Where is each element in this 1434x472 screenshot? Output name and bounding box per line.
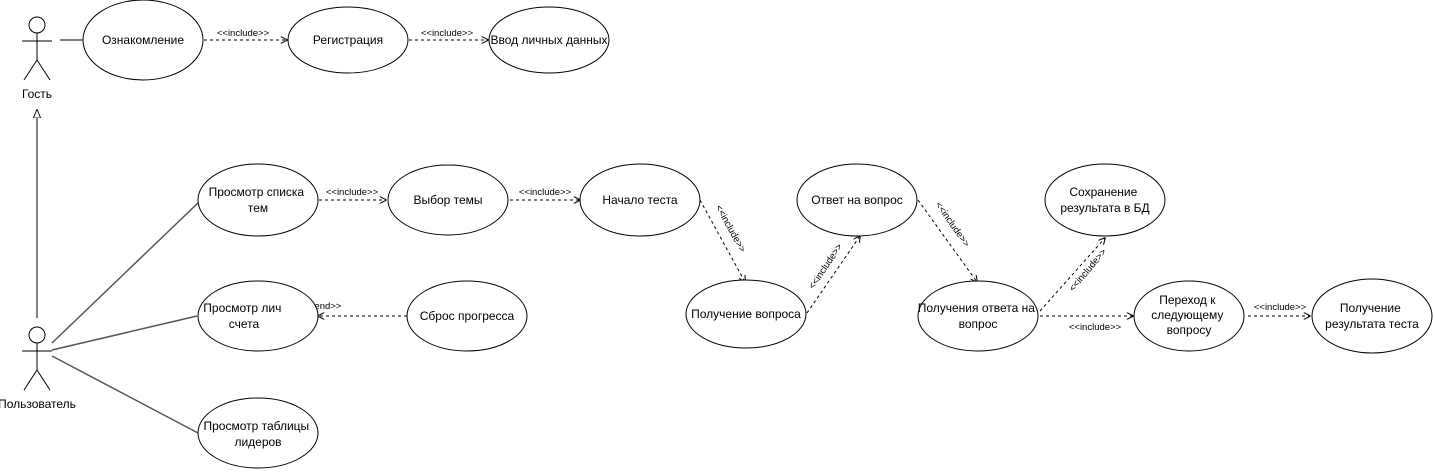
include-label: <<include>> bbox=[217, 28, 270, 39]
use-case-label: Получение результата теста bbox=[1325, 301, 1419, 331]
actor-user-label: Пользователь bbox=[0, 397, 76, 411]
use-case-personal-data[interactable]: Ввод личных данных bbox=[488, 6, 610, 74]
use-case-label: Ввод личных данных bbox=[490, 33, 607, 47]
include-label: <<include>> bbox=[933, 200, 972, 250]
use-case-leaderboard[interactable]: Просмотр таблицы лидеров bbox=[197, 397, 319, 469]
use-case-get-question[interactable]: Получение вопроса bbox=[685, 279, 807, 349]
include-receive-save bbox=[1039, 238, 1105, 312]
use-case-registration[interactable]: Регистрация bbox=[287, 6, 409, 74]
use-case-label: Просмотр таблицы лидеров bbox=[203, 419, 312, 449]
use-case-answer-question[interactable]: Ответ на вопрос bbox=[796, 163, 918, 237]
assoc-user-view-account bbox=[51, 315, 198, 351]
use-case-save-result[interactable]: Сохранение результата в БД bbox=[1044, 163, 1166, 237]
assoc-user-view-topics bbox=[51, 201, 200, 344]
use-case-label: Переход к следующему вопросу bbox=[1151, 293, 1227, 337]
use-case-next-question[interactable]: Переход к следующему вопросу bbox=[1133, 280, 1245, 352]
use-case-get-result[interactable]: Получение результата теста bbox=[1311, 278, 1433, 354]
use-case-label: Ознакомление bbox=[102, 33, 184, 47]
actor-user[interactable]: Пользователь bbox=[0, 326, 76, 411]
use-case-label: Выбор темы bbox=[413, 193, 482, 207]
use-case-label: Просмотр списка тем bbox=[209, 185, 308, 215]
include-answer-receive bbox=[917, 199, 977, 282]
use-case-label: Сброс прогресса bbox=[420, 309, 515, 323]
include-label: <<include>> bbox=[1254, 302, 1307, 313]
use-case-receive-answer[interactable]: Получения ответа на вопрос bbox=[917, 280, 1039, 352]
use-case-start-test[interactable]: Начало теста bbox=[579, 163, 701, 237]
include-label: <<include>> bbox=[1067, 246, 1109, 293]
include-label: <<include>> bbox=[326, 187, 379, 198]
actor-guest[interactable]: Гость bbox=[22, 16, 52, 101]
include-label: <<include>> bbox=[713, 203, 748, 254]
use-case-label: Получения ответа на вопрос bbox=[918, 301, 1039, 331]
actor-guest-head bbox=[28, 16, 46, 34]
use-case-reset-progress[interactable]: Сброс прогресса bbox=[406, 280, 528, 352]
use-case-label: Просмотр лич счета bbox=[203, 301, 284, 331]
use-case-choose-topic[interactable]: Выбор темы bbox=[387, 164, 509, 236]
use-case-label: Получение вопроса bbox=[691, 307, 801, 321]
actor-user-head bbox=[28, 326, 46, 344]
actor-guest-label: Гость bbox=[22, 87, 52, 101]
include-label: <<include>> bbox=[421, 28, 474, 39]
use-case-label: Регистрация bbox=[313, 33, 383, 47]
include-label: <<include>> bbox=[1069, 322, 1122, 333]
use-case-view-account[interactable]: Просмотр лич счета bbox=[197, 280, 319, 352]
include-label: <<include>> bbox=[519, 187, 572, 198]
use-case-acquaintance[interactable]: Ознакомление bbox=[82, 0, 204, 81]
use-case-label: Ответ на вопрос bbox=[811, 193, 903, 207]
use-case-view-topics[interactable]: Просмотр списка тем bbox=[197, 163, 319, 237]
use-case-label: Начало теста bbox=[602, 193, 678, 207]
assoc-user-leaderboard bbox=[51, 355, 199, 434]
use-case-label: Сохранение результата в БД bbox=[1060, 185, 1149, 215]
